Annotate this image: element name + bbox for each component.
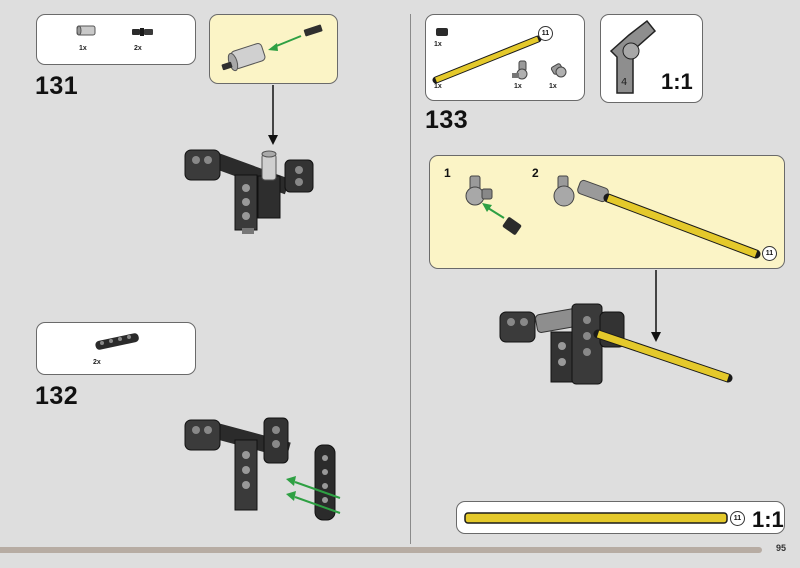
part-qty: 1x bbox=[514, 83, 522, 90]
step-132-model bbox=[184, 417, 341, 521]
step-number: 132 bbox=[35, 382, 79, 410]
step-133-parts-box: 1x 1x 11 1x 1x bbox=[425, 14, 585, 101]
step-131-callout bbox=[209, 14, 338, 84]
gray-angle-connector-icon bbox=[512, 60, 528, 80]
angle-connector-detail: 4 bbox=[609, 19, 657, 94]
part-qty: 1x bbox=[434, 83, 442, 90]
axle-length-ruler: 11 1:1 bbox=[456, 501, 785, 534]
callout-arrow bbox=[268, 85, 278, 145]
progress-bar bbox=[0, 547, 762, 553]
part-qty: 1x bbox=[79, 45, 87, 52]
axle-length-badge: 11 bbox=[762, 246, 777, 261]
part-qty: 2x bbox=[134, 45, 142, 52]
scale-ratio: 1:1 bbox=[752, 507, 784, 532]
svg-text:4: 4 bbox=[621, 77, 627, 88]
substep-number: 1 bbox=[444, 166, 451, 180]
black-pin-icon bbox=[436, 28, 448, 36]
scale-ratio: 1:1 bbox=[661, 69, 693, 94]
step-131-parts-box: 1x 2x bbox=[36, 14, 196, 65]
scale-detail-box: 4 1:1 bbox=[600, 14, 703, 103]
connector-assembly-illustration bbox=[221, 24, 323, 72]
axle-length-badge: 11 bbox=[730, 511, 745, 526]
gray-angle-connector-icon bbox=[550, 63, 567, 78]
axle-length-badge: 11 bbox=[538, 26, 553, 41]
step-131-model bbox=[184, 149, 314, 234]
substep-1-illustration bbox=[465, 175, 522, 235]
page-number: 95 bbox=[775, 543, 786, 553]
step-132-parts-box: 2x bbox=[36, 322, 196, 375]
step-133-callout: 1 2 11 bbox=[429, 155, 785, 269]
part-qty: 1x bbox=[549, 83, 557, 90]
part-qty: 2x bbox=[93, 359, 101, 366]
gray-connector-icon bbox=[76, 25, 96, 36]
black-pin-icon bbox=[132, 28, 153, 36]
yellow-axle-icon bbox=[432, 35, 542, 84]
black-beam-icon bbox=[95, 333, 139, 350]
page-divider bbox=[410, 14, 411, 544]
step-133-model bbox=[499, 303, 733, 385]
substep-number: 2 bbox=[532, 166, 539, 180]
substep-2-illustration bbox=[553, 175, 761, 259]
part-qty: 1x bbox=[434, 41, 442, 48]
yellow-axle-icon bbox=[464, 512, 728, 524]
step-number: 133 bbox=[425, 106, 469, 134]
step-number: 131 bbox=[35, 72, 79, 100]
callout-arrow bbox=[651, 270, 661, 342]
